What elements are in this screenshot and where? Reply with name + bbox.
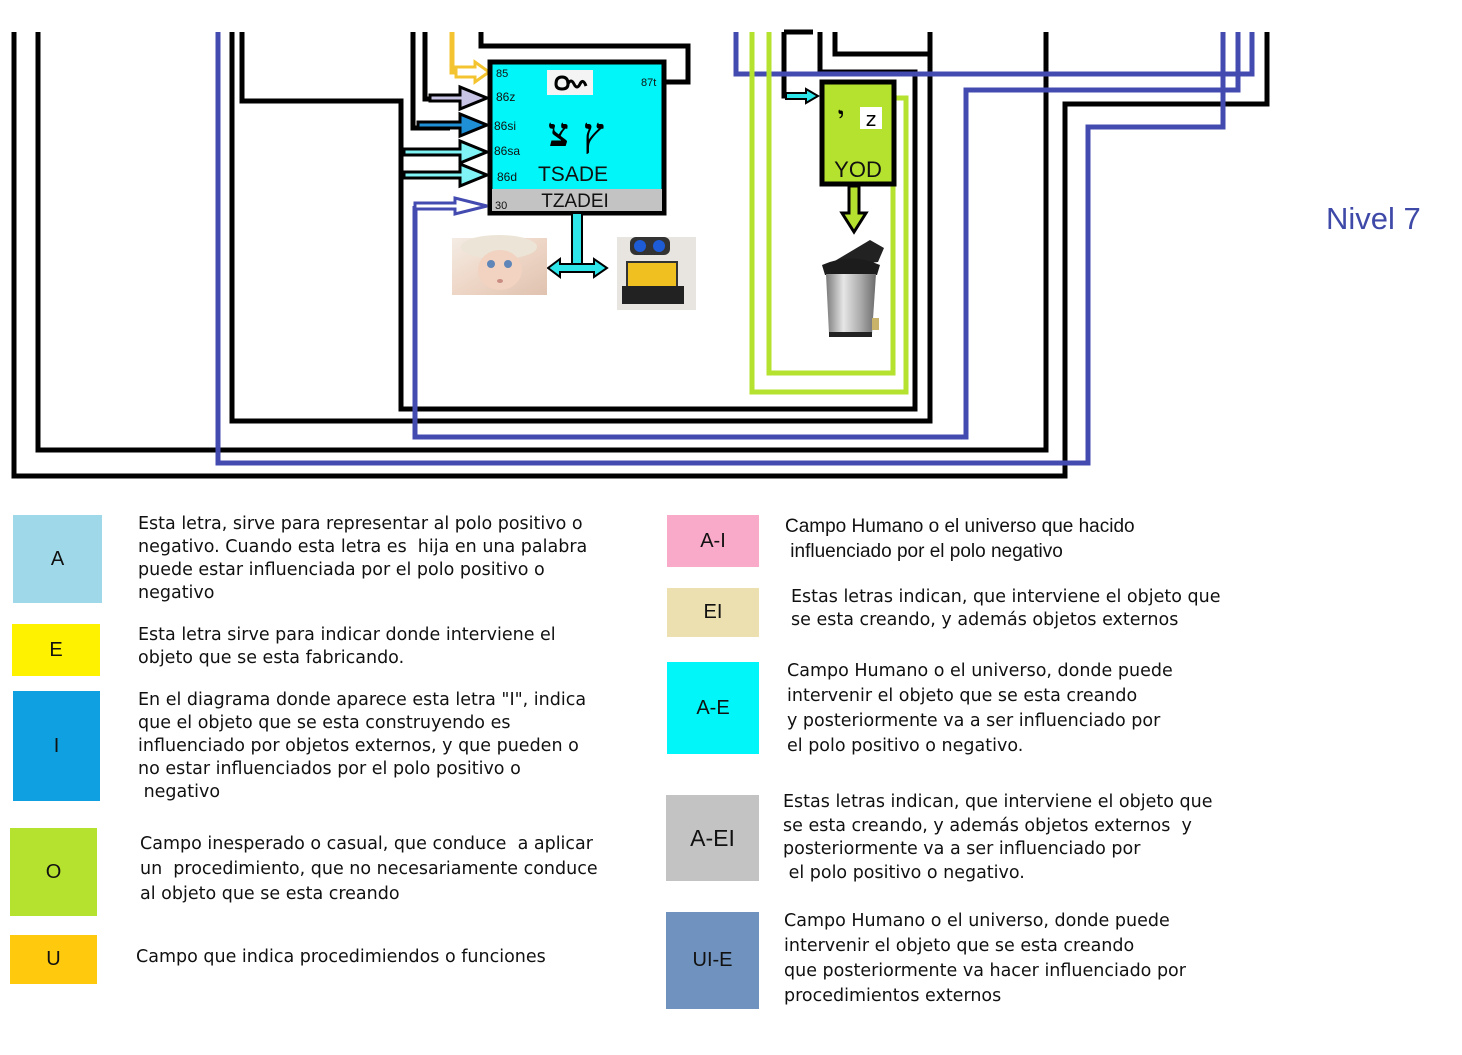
legend-swatch-ui-e: UI-E — [666, 912, 759, 1009]
double-arrow-icon — [546, 257, 609, 279]
legend-desc-ui-e: Campo Humano o el universo, donde puede … — [784, 911, 1186, 1006]
legend-swatch-u: U — [10, 935, 97, 984]
legend-swatch-ei: EI — [667, 588, 759, 637]
port-30: 30 — [495, 200, 507, 212]
output-double-arrow — [546, 212, 609, 279]
port-86sa: 86sa — [494, 144, 520, 158]
legend-swatch-e: E — [12, 624, 100, 676]
legend-desc-a-ei: Estas letras indican, que interviene el … — [783, 792, 1213, 883]
hebrew-letters: ץ צ — [548, 109, 604, 156]
legend-swatch-a-ei: A-EI — [666, 795, 759, 881]
legend-desc-e: Esta letra sirve para indicar donde inte… — [138, 625, 556, 668]
arrow-86si-icon — [416, 111, 491, 139]
arrow-86d-icon — [402, 161, 491, 189]
legend-desc-i: En el diagrama donde aparece esta letra … — [138, 690, 587, 802]
arrow-86z-icon — [428, 84, 491, 112]
black-line-right — [832, 32, 930, 57]
arrow-85-icon — [454, 59, 492, 85]
yod-ancient-symbol: z — [866, 107, 877, 131]
arrow-down-to-trash-icon — [839, 184, 869, 235]
port-86si: 86si — [494, 119, 516, 133]
baby-photo — [452, 235, 547, 295]
legend-swatch-a-i: A-I — [667, 515, 759, 567]
tzadei-subtitle: TZADEI — [541, 191, 609, 212]
port-87t: 87t — [641, 77, 656, 89]
legend-desc-a: Esta letra, sirve para representar al po… — [138, 514, 588, 603]
tsade-title: TSADE — [538, 163, 608, 186]
yod-hebrew-letter: י — [838, 101, 844, 130]
legend-desc-a-e: Campo Humano o el universo, donde puede … — [787, 661, 1173, 756]
black-connection-lines — [11, 29, 1270, 479]
blue-line-2 — [412, 32, 1241, 440]
input-arrows — [402, 32, 492, 216]
green-line-1 — [749, 32, 909, 395]
black-line-6 — [422, 32, 450, 102]
arrow-86sa-icon — [402, 138, 491, 166]
legend-desc-ei: Estas letras indican, que interviene el … — [791, 587, 1221, 630]
blue-line-1 — [215, 32, 1226, 466]
legend-desc-a-i: Campo Humano o el universo que hacido in… — [785, 516, 1135, 562]
arrow-30-icon — [413, 196, 488, 216]
black-line-3 — [229, 32, 933, 424]
arrow-yod-in-icon — [785, 87, 820, 105]
black-line-87t — [478, 32, 691, 85]
ancient-glyph-icon — [554, 75, 588, 91]
port-86d: 86d — [497, 170, 517, 184]
robot-photo — [617, 237, 696, 310]
tsade-box: 85 86z 86si 86sa 86d 30 87t ץ צ TSADE TZ… — [487, 59, 667, 216]
yod-title: YOD — [834, 157, 882, 182]
legend-swatch-o: O — [10, 828, 97, 916]
blue-connection-lines — [215, 32, 1255, 466]
blue-line-3 — [733, 32, 1255, 77]
legend-swatch-a-e: A-E — [667, 662, 759, 754]
black-line-2 — [35, 32, 1049, 453]
legend-desc-u: Campo que indica procedimiendos o funcio… — [136, 947, 546, 967]
black-line-5 — [410, 32, 450, 131]
level-label: Nivel 7 — [1326, 201, 1421, 236]
black-line-yod-in — [781, 32, 800, 99]
legend-desc-o: Campo inesperado o casual, que conduce a… — [140, 834, 598, 904]
legend-swatch-i: I — [13, 691, 100, 801]
legend-swatch-a: A — [13, 515, 102, 603]
port-86z: 86z — [496, 90, 515, 104]
black-line-outer — [11, 32, 1270, 479]
port-85: 85 — [496, 68, 508, 80]
trash-can — [822, 240, 884, 337]
flow-diagram: 85 86z 86si 86sa 86d 30 87t ץ צ TSADE TZ… — [11, 29, 1421, 479]
yod-box: י z YOD — [785, 79, 897, 235]
